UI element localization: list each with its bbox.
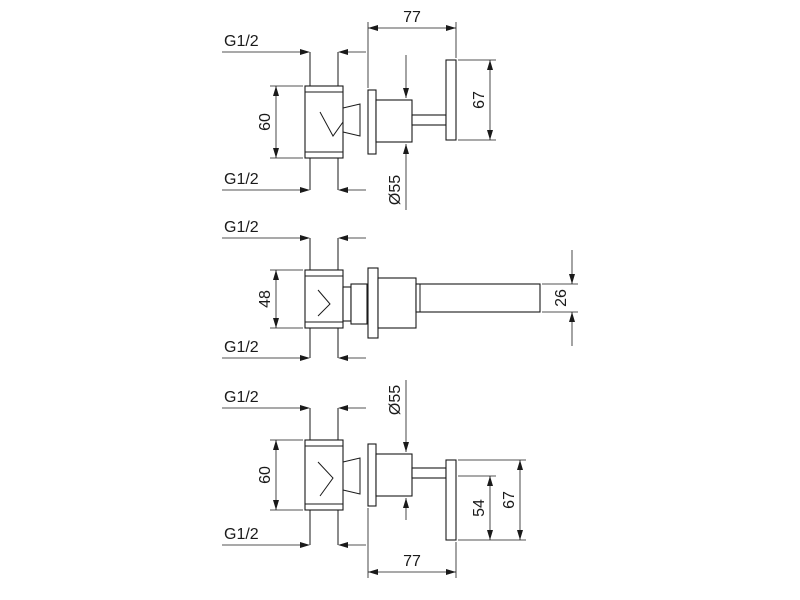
label-thread-bottom: G1/2 (224, 171, 259, 188)
dim-diameter-55: Ø55 (387, 385, 404, 415)
label-thread-top: G1/2 (224, 219, 259, 236)
dim-handle-67: 67 (471, 91, 488, 109)
dim-length-77: 77 (403, 553, 421, 570)
dim-handle-67: 67 (501, 491, 518, 509)
flange-top (367, 89, 377, 155)
dim-length-77: 77 (403, 9, 421, 26)
handle-top (445, 59, 457, 141)
valve-body-bottom (304, 439, 344, 511)
dim-height-60: 60 (257, 113, 274, 131)
bonnet-bottom (375, 453, 413, 497)
view-middle: G1/2 G1/2 48 26 (222, 219, 578, 361)
valve-body-middle (304, 269, 344, 329)
dim-diameter-55: Ø55 (387, 175, 404, 205)
view-bottom: G1/2 G1/2 60 Ø55 54 67 (222, 380, 526, 578)
stem-middle (415, 283, 541, 313)
valve-body-top (304, 85, 344, 159)
dim-handle-54: 54 (471, 499, 488, 517)
label-thread-top: G1/2 (224, 33, 259, 50)
bonnet-middle (377, 277, 417, 329)
dim-height-48: 48 (257, 290, 274, 308)
handle-bottom (445, 459, 457, 541)
label-thread-bottom: G1/2 (224, 339, 259, 356)
flange-bottom (367, 443, 377, 507)
label-thread-bottom: G1/2 (224, 526, 259, 543)
view-top: G1/2 G1/2 60 77 67 Ø55 (222, 9, 496, 210)
flange-middle (367, 267, 379, 339)
dim-height-60: 60 (257, 466, 274, 484)
dim-stem-26: 26 (553, 289, 570, 307)
label-thread-top: G1/2 (224, 389, 259, 406)
bonnet-top (375, 99, 413, 143)
